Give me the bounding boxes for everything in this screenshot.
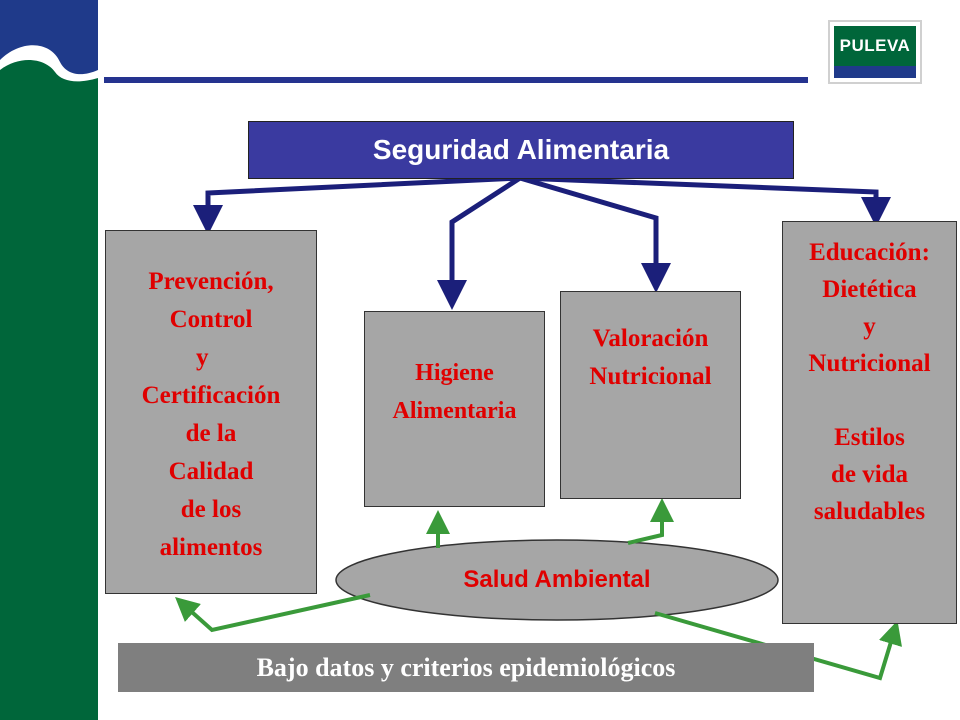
box-line: Nutricional <box>808 350 931 377</box>
green-arrow-to-prevencion <box>175 593 371 633</box>
wave-decoration-icon <box>0 45 98 92</box>
header-rule <box>104 77 808 83</box>
box-line: Dietética <box>822 276 917 303</box>
arrow-to-educacion <box>519 175 891 227</box>
box-line: y <box>863 313 876 340</box>
arrow-to-valoracion <box>519 175 671 293</box>
box-line: Higiene <box>415 360 494 386</box>
box-line: Certificación <box>141 382 281 409</box>
salud-ambiental-label: Salud Ambiental <box>463 566 651 593</box>
bottom-banner: Bajo datos y criterios epidemiológicos <box>118 643 814 692</box>
arrow-to-higiene <box>437 175 522 310</box>
box-line: de los <box>180 496 242 523</box>
box-line: Estilos <box>834 424 905 451</box>
box-line: de la <box>185 420 237 447</box>
box-line: Nutricional <box>589 363 712 390</box>
green-arrow-to-educacion <box>654 611 902 681</box>
box-line: alimentos <box>159 534 263 561</box>
salud-ambiental-ellipse <box>335 539 779 621</box>
box-line: Educación: <box>809 239 930 266</box>
arrow-to-prevencion <box>193 175 521 235</box>
green-arrow-to-valoracion <box>627 498 674 545</box>
sidebar-header-block <box>0 0 98 92</box>
puleva-logo: PULEVA <box>828 20 922 84</box>
box-prevencion: Prevención, Control y Certificación de l… <box>105 230 317 594</box>
box-educacion: Educación: Dietética y Nutricional Estil… <box>782 221 957 624</box>
title-seguridad-alimentaria: Seguridad Alimentaria <box>248 121 794 179</box>
box-line: Prevención, <box>148 268 274 295</box>
box-line: saludables <box>813 498 926 525</box>
box-higiene: Higiene Alimentaria <box>364 311 545 507</box>
box-line <box>783 382 956 419</box>
left-sidebar <box>0 0 98 720</box>
logo-wave-icon <box>834 66 916 78</box>
box-line: de vida <box>830 461 909 488</box>
box-line: Alimentaria <box>392 398 517 424</box>
box-line: Valoración <box>592 325 709 352</box>
box-valoracion: Valoración Nutricional <box>560 291 741 499</box>
logo-text: PULEVA <box>834 26 916 66</box>
box-line: y <box>196 344 209 371</box>
box-line: Calidad <box>168 458 254 485</box>
box-line: Control <box>169 306 253 333</box>
